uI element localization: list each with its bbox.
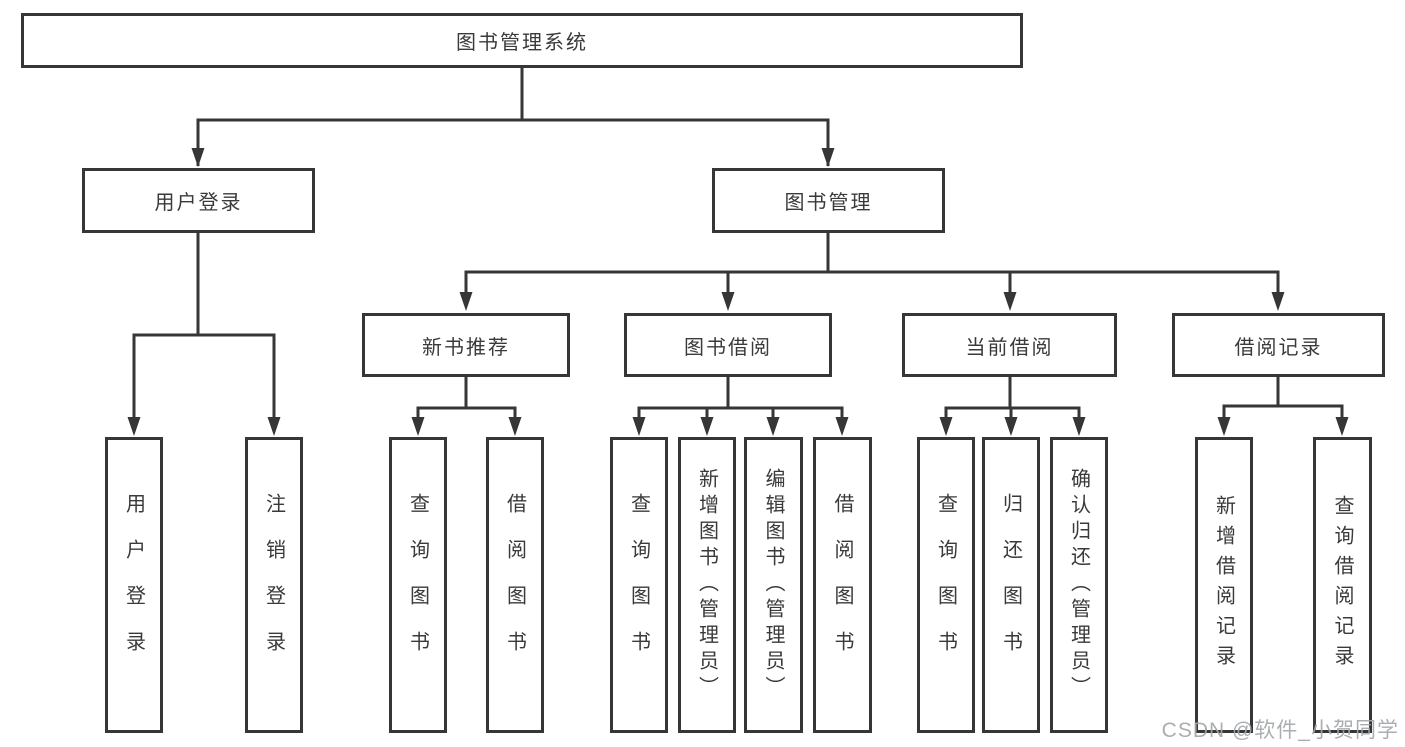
leaf-confirm-return-admin: 确认归还（管理员）	[1050, 437, 1108, 733]
node-current-borrowing: 当前借阅	[902, 313, 1117, 377]
node-new-book-recommend: 新书推荐	[362, 313, 570, 377]
node-library-management-system-label: 图书管理系统	[456, 32, 588, 54]
leaf-query-book-recommend: 查询图书	[389, 437, 447, 733]
leaf-borrow-book-borrowing: 借阅图书	[813, 437, 872, 733]
leaf-query-book-recommend-label: 查询图书	[406, 493, 429, 677]
leaf-query-book-current-label: 查询图书	[934, 493, 957, 677]
leaf-borrow-book-borrowing-label: 借阅图书	[831, 493, 853, 677]
leaf-user-login: 用户登录	[105, 437, 163, 733]
leaf-borrow-book-recommend: 借阅图书	[486, 437, 544, 733]
node-current-borrowing-label: 当前借阅	[965, 336, 1054, 359]
leaf-edit-book-admin: 编辑图书（管理员）	[744, 437, 803, 733]
node-new-book-recommend-label: 新书推荐	[422, 336, 510, 359]
leaf-query-borrow-record: 查询借阅记录	[1313, 437, 1372, 733]
node-user-login-group: 用户登录	[82, 168, 315, 233]
leaf-logout-label: 注销登录	[262, 493, 285, 677]
leaf-logout: 注销登录	[245, 437, 303, 733]
node-book-management: 图书管理	[712, 168, 945, 233]
csdn-watermark: CSDN @软件_小贺同学	[1161, 719, 1399, 742]
leaf-query-borrow-record-label: 查询借阅记录	[1331, 495, 1353, 675]
leaf-borrow-book-recommend-label: 借阅图书	[503, 493, 526, 677]
node-book-borrowing: 图书借阅	[624, 313, 832, 377]
leaf-edit-book-admin-label: 编辑图书（管理员）	[762, 468, 784, 702]
leaf-user-login-label: 用户登录	[122, 493, 145, 677]
leaf-add-borrow-record-label: 新增借阅记录	[1212, 495, 1235, 675]
leaf-add-borrow-record: 新增借阅记录	[1195, 437, 1253, 733]
leaf-add-book-admin-label: 新增图书（管理员）	[695, 468, 718, 702]
node-borrowing-records: 借阅记录	[1172, 313, 1385, 377]
node-book-borrowing-label: 图书借阅	[684, 336, 772, 359]
node-user-login-group-label: 用户登录	[154, 192, 243, 214]
node-library-management-system: 图书管理系统	[21, 13, 1023, 68]
leaf-return-book-label: 归还图书	[999, 493, 1022, 677]
leaf-add-book-admin: 新增图书（管理员）	[678, 437, 736, 733]
connector	[132, 68, 1344, 420]
node-borrowing-records-label: 借阅记录	[1234, 336, 1323, 359]
connectors	[127, 68, 1349, 436]
leaf-query-book-borrowing: 查询图书	[610, 437, 668, 733]
leaf-confirm-return-admin-label: 确认归还（管理员）	[1067, 468, 1090, 702]
node-book-management-label: 图书管理	[784, 192, 873, 214]
leaf-query-book-current: 查询图书	[917, 437, 975, 733]
leaf-return-book: 归还图书	[982, 437, 1040, 733]
leaf-query-book-borrowing-label: 查询图书	[627, 493, 650, 677]
